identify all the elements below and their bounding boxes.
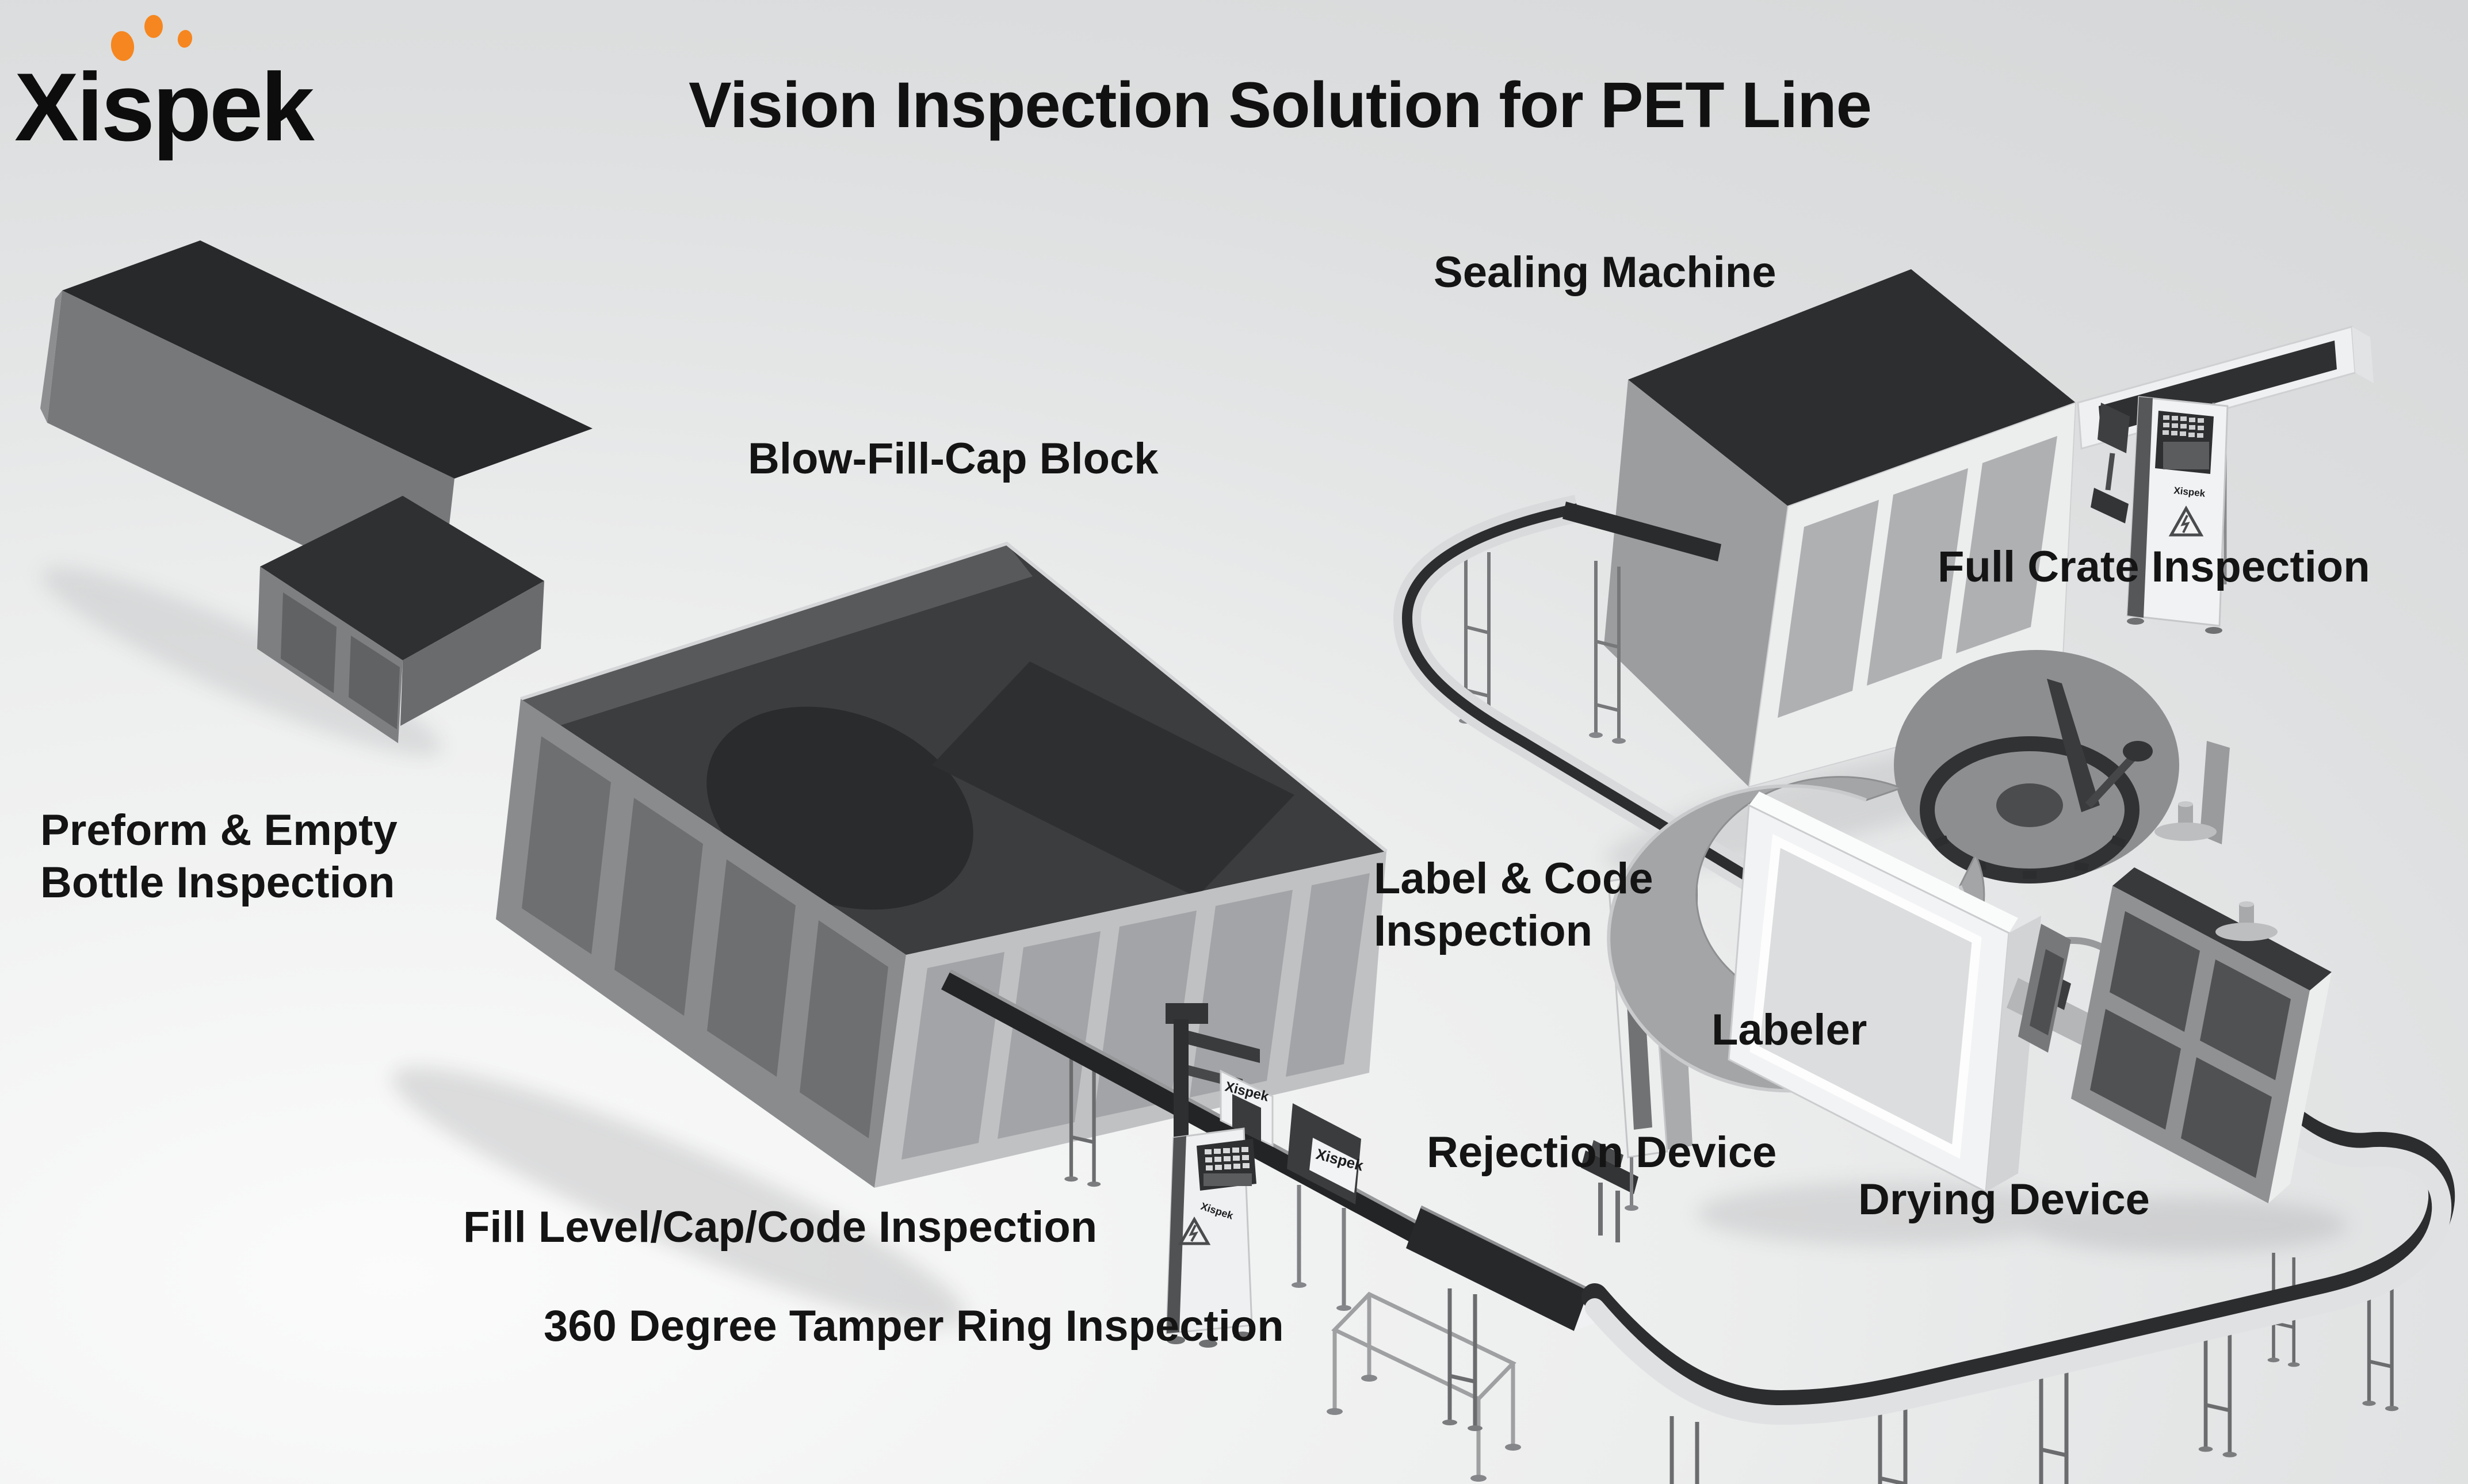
label-labeler: Labeler <box>1711 1005 1867 1054</box>
logo-dot-medium <box>144 15 163 38</box>
crate-inspection-kiosk: Xispek <box>2126 396 2229 634</box>
logo-wordmark: Xispek <box>14 53 315 161</box>
label-sealing-machine: Sealing Machine <box>1434 248 1776 297</box>
label-fill-level-cap-code-inspection: Fill Level/Cap/Code Inspection <box>463 1203 1098 1252</box>
drying-device <box>2018 801 2332 1203</box>
reject-belt <box>1406 1140 1638 1431</box>
blow-fill-cap-block-machine <box>496 541 1388 1188</box>
label-full-crate-inspection: Full Crate Inspection <box>1938 542 2370 591</box>
code-inspection-unit: Xispek <box>1287 1103 1366 1311</box>
rejection-pusher <box>1581 1140 1638 1242</box>
label-360-tamper-ring-inspection: 360 Degree Tamper Ring Inspection <box>544 1302 1284 1351</box>
inspection-kiosk: Xispek <box>1166 1127 1256 1348</box>
logo: Xispek <box>14 15 417 185</box>
sealing-infeed-bar <box>1562 502 1721 561</box>
warning-triangle-icon <box>1178 1216 1211 1245</box>
label-drying-device: Drying Device <box>1858 1175 2150 1224</box>
transfer-channel <box>1393 495 1874 1033</box>
labeler-carousel-machine <box>1607 650 2230 1194</box>
label-blow-fill-cap-block: Blow-Fill-Cap Block <box>748 434 1159 483</box>
warning-triangle-icon <box>2168 505 2204 537</box>
air-conveyor-loop <box>1581 1093 2455 1484</box>
valve-stub <box>2215 901 2278 941</box>
ground-shadows <box>41 567 2347 1326</box>
label-label-code-inspection: Label & Code Inspection <box>1374 854 1653 956</box>
inline-inspection-stations: Xispek Xispek Xispek <box>1166 1003 1521 1482</box>
bottle-inspection-tunnel <box>257 496 544 743</box>
label-rejection-device: Rejection Device <box>1427 1128 1777 1177</box>
valve-stub <box>2154 801 2217 841</box>
page-title: Vision Inspection Solution for PET Line <box>689 69 1872 141</box>
station-table-frame <box>1327 1291 1521 1482</box>
label-preform-empty-bottle-inspection: Preform & Empty Bottle Inspection <box>40 806 398 908</box>
